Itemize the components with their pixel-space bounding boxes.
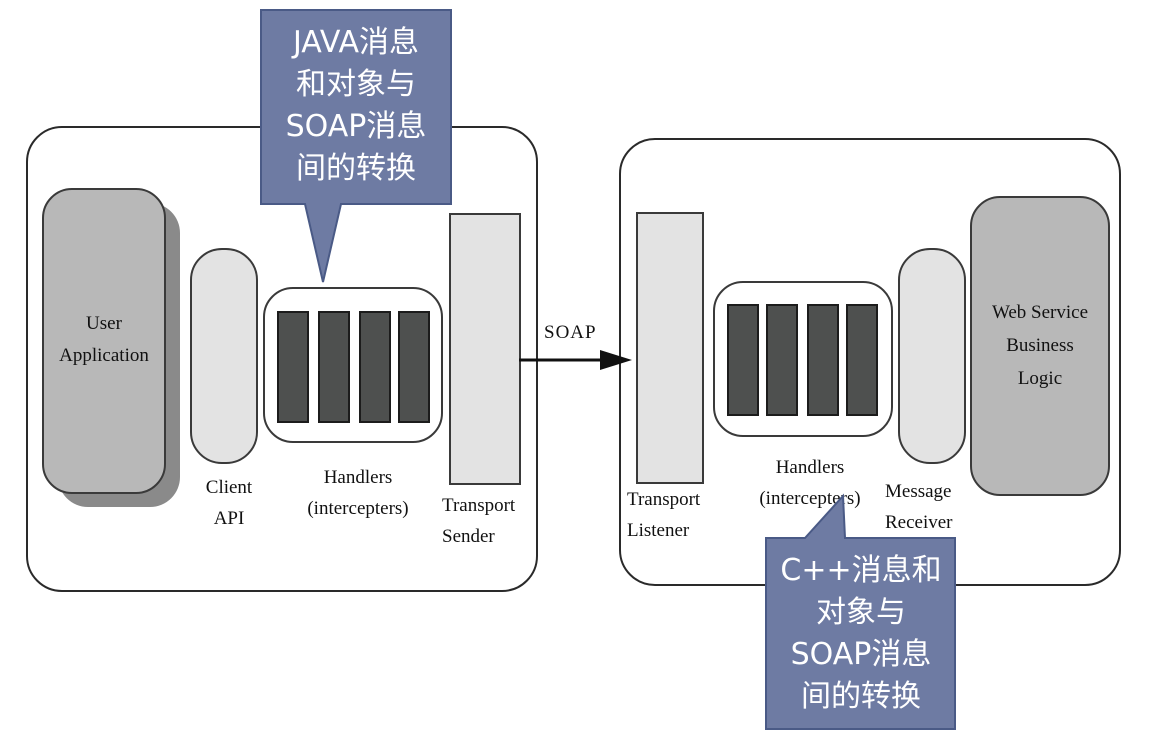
user-application-block bbox=[42, 188, 166, 494]
business-logic-label: Web Service Business Logic bbox=[991, 302, 1089, 389]
java-callout-text: JAVA消息 和对象与 SOAP消息 间的转换 bbox=[285, 25, 427, 186]
client-handlers-label: Handlers (intercepters) bbox=[307, 467, 409, 519]
user-application-label: User Application bbox=[59, 313, 149, 366]
server-handler-bar-2 bbox=[766, 304, 798, 416]
business-logic-block bbox=[970, 196, 1110, 496]
client-api-label: Client API bbox=[205, 477, 253, 529]
transport-sender-label: Transport Sender bbox=[442, 495, 516, 547]
server-handler-bar-3 bbox=[807, 304, 839, 416]
transport-listener-block bbox=[636, 212, 704, 484]
client-api-block bbox=[190, 248, 258, 464]
transport-listener-label: Transport Listener bbox=[627, 489, 701, 541]
message-receiver-label: Message Receiver bbox=[885, 481, 953, 533]
client-handler-bar-1 bbox=[277, 311, 309, 423]
cpp-callout-text: C++消息和 对象与 SOAP消息 间的转换 bbox=[780, 553, 942, 714]
cpp-callout-shape bbox=[765, 493, 956, 730]
client-handler-bar-2 bbox=[318, 311, 350, 423]
transport-sender-block bbox=[449, 213, 521, 485]
server-handler-bar-4 bbox=[846, 304, 878, 416]
client-handler-bar-4 bbox=[398, 311, 430, 423]
soap-arrow-head bbox=[600, 350, 632, 370]
java-callout-shape bbox=[260, 9, 452, 283]
soap-label: SOAP bbox=[544, 322, 597, 343]
message-receiver-block bbox=[898, 248, 966, 464]
client-handler-bar-3 bbox=[359, 311, 391, 423]
server-handler-bar-1 bbox=[727, 304, 759, 416]
